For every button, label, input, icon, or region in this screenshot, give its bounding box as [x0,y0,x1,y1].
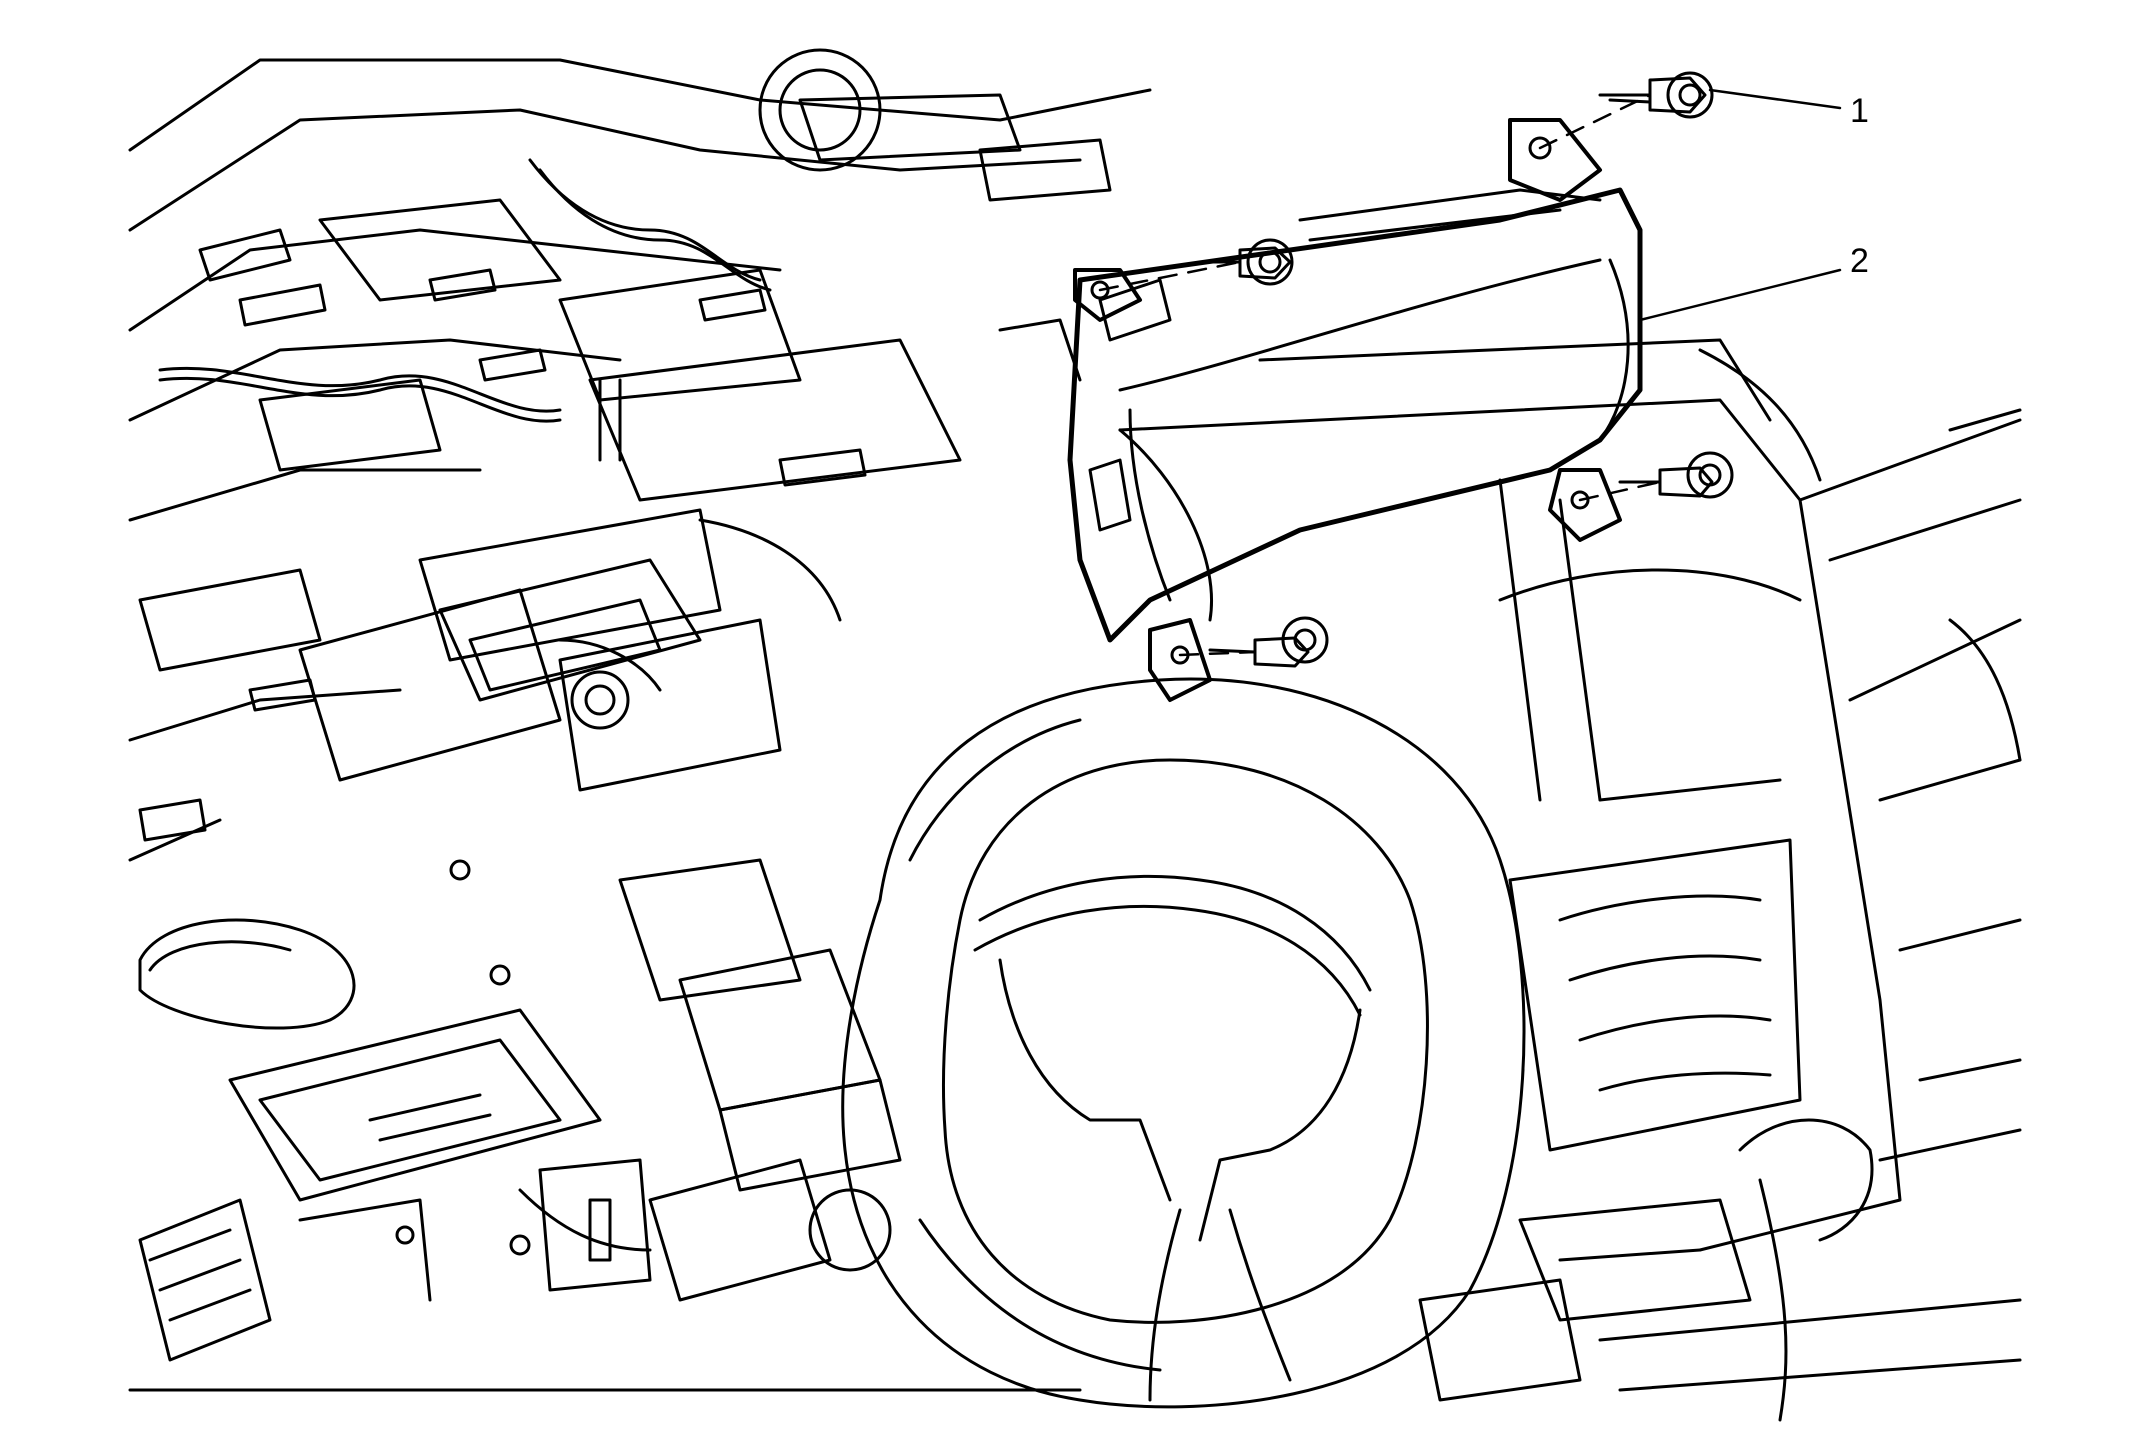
bolt-left-upper [1198,238,1294,286]
callout-2-leader [1638,268,1842,322]
callout-2-label: 2 [1850,242,1869,280]
bolt-right [1618,451,1734,499]
callout-1-leader [1708,88,1842,110]
instrument-cluster [1067,118,1643,702]
callout-1-label: 1 [1850,92,1869,130]
steering-wheel [841,677,1526,1409]
upper-dash-structure [128,48,1152,862]
lower-left-bracket [128,859,1082,1392]
bolt-lower [1208,616,1329,668]
callout-leaders [1638,88,1842,322]
install-dash-lines [1098,93,1662,657]
instrument-panel-right [1118,338,2022,1422]
bolt-top-right [1598,71,1714,119]
steering-column-area [438,518,902,1302]
